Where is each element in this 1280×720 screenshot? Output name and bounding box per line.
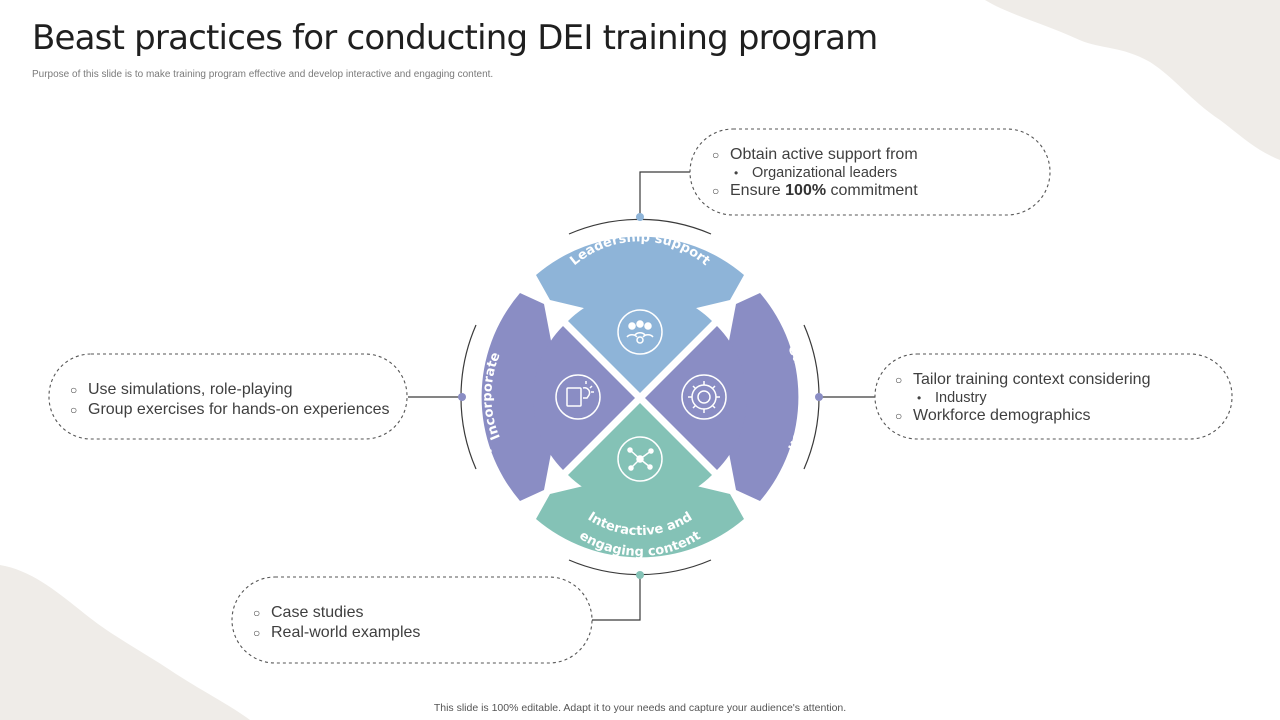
list-item: ○Use simulations, role-playing: [70, 381, 293, 398]
callout-leadership: ○Obtain active support from •Organizatio…: [712, 146, 918, 200]
callout-frame-bottom: [231, 576, 593, 664]
connector-dot-left: [458, 393, 466, 401]
list-item: ○Ensure 100% commitment: [712, 182, 918, 199]
page-subtitle: Purpose of this slide is to make trainin…: [32, 69, 494, 80]
connector-bottom: [592, 575, 641, 621]
band-top-leadership: [536, 236, 744, 310]
callout-interactive: ○Case studies ○Real-world examples: [253, 603, 420, 643]
leadership-team-icon: [617, 309, 663, 355]
band-bottom-interactive: [536, 484, 744, 558]
footer-note: This slide is 100% editable. Adapt it to…: [433, 702, 847, 714]
connector-dot-right: [815, 393, 823, 401]
quadrant-right: [645, 326, 747, 470]
connector-dot-bottom: [636, 571, 644, 579]
list-item: ○Obtain active support from: [712, 146, 918, 163]
settings-gear-icon: [681, 374, 727, 420]
list-item: ○Case studies: [253, 604, 364, 621]
list-item: ○Workforce demographics: [895, 407, 1091, 424]
quadrant-top: [568, 291, 712, 393]
callout-experiential: ○Use simulations, role-playing ○Group ex…: [70, 380, 390, 420]
callout-customization: ○Tailor training context considering •In…: [895, 371, 1150, 425]
connector-top: [639, 171, 690, 217]
label-experiential-line1: Incorporate: [480, 350, 503, 442]
callout-frame-right: [874, 353, 1233, 440]
band-left-experiential: [481, 293, 552, 501]
quadrant-bottom: [568, 403, 712, 505]
band-right-customization: [728, 293, 799, 501]
page-title: Beast practices for conducting DEI train…: [32, 18, 878, 58]
network-icon: [617, 436, 663, 482]
list-item: ○Group exercises for hands-on experience…: [70, 401, 390, 418]
list-subitem: •Organizational leaders: [734, 165, 898, 181]
list-item: ○Tailor training context considering: [895, 371, 1151, 388]
connector-dot-top: [636, 213, 644, 221]
callout-frame-top: [689, 128, 1051, 216]
lightbulb-idea-icon: [555, 374, 601, 420]
list-subitem: •Industry: [917, 390, 987, 406]
list-item: ○Real-world examples: [253, 624, 421, 641]
